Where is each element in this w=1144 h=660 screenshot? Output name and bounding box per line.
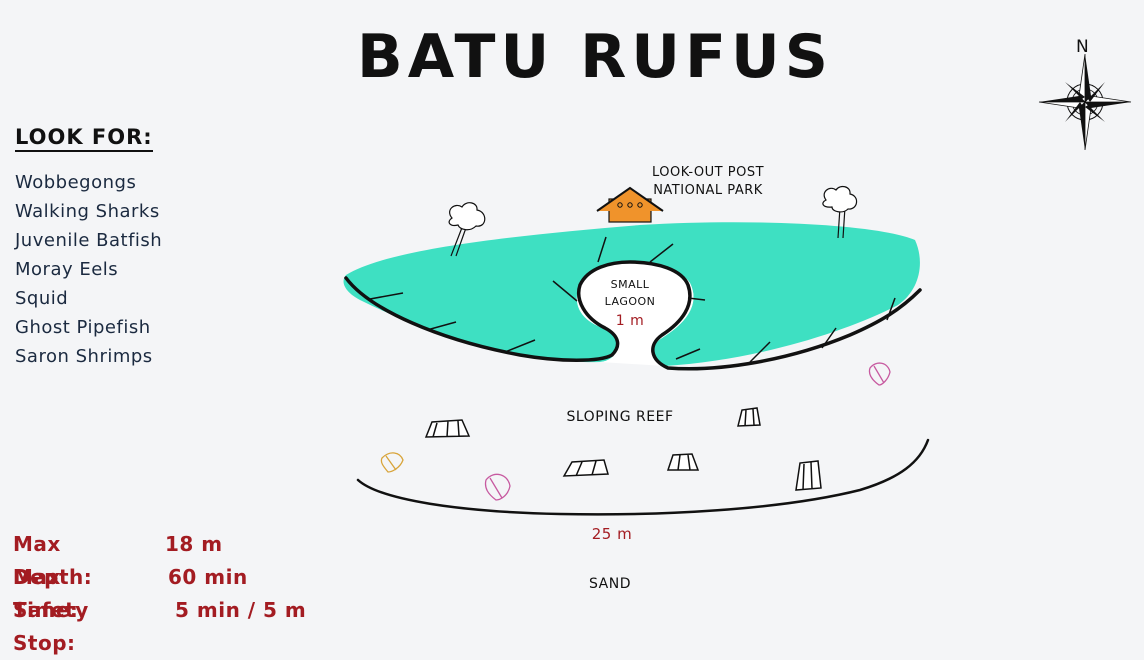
rock-icon [737, 407, 761, 427]
max-time-label: Max Time: [13, 565, 79, 622]
reef-depth-label: 25 m [591, 525, 633, 543]
sand-boundary-line [356, 438, 930, 516]
map-title: BATU RUFUS [357, 22, 833, 92]
species-item: Moray Eels [15, 259, 119, 280]
rock-icon [795, 460, 822, 491]
rock-icon [666, 453, 700, 471]
species-list: Wobbegongs Walking Sharks Juvenile Batfi… [15, 168, 162, 371]
tree-icon [448, 202, 486, 257]
island-shape [343, 222, 920, 366]
species-item: Walking Sharks [15, 201, 160, 222]
safety-stop-value: 5 min / 5 m [175, 598, 307, 622]
shoreline-outline [344, 260, 922, 371]
coral-icon [380, 362, 891, 501]
lagoon-depth-label: 1 m [615, 313, 645, 329]
max-depth-label: Max Depth: [13, 532, 93, 589]
max-depth-value: 18 m [165, 532, 223, 556]
species-item: Wobbegongs [15, 172, 137, 193]
park-label: NATIONAL PARK [653, 183, 763, 198]
lagoon-label-line2: LAGOON [604, 295, 656, 308]
compass-north-label: N [1076, 37, 1089, 57]
max-time-value: 60 min [168, 565, 248, 589]
lagoon-label-line1: SMALL [610, 278, 650, 291]
lookout-hut-icon [596, 186, 664, 223]
shore-hatching [369, 236, 896, 363]
species-item: Saron Shrimps [15, 346, 153, 367]
tree-icon [822, 185, 858, 239]
sloping-reef-label: SLOPING REEF [566, 409, 674, 425]
lookout-label: LOOK-OUT POST [651, 165, 765, 180]
species-item: Ghost Pipefish [15, 317, 151, 338]
compass-rose-icon [1038, 53, 1132, 151]
lagoon-shape [576, 262, 694, 366]
rock-icon [424, 419, 471, 438]
rock-icons [424, 407, 822, 491]
sand-label: SAND [589, 576, 631, 592]
look-for-heading: LOOK FOR: [15, 125, 153, 152]
species-item: Juvenile Batfish [15, 230, 163, 251]
rock-icon [562, 459, 609, 477]
dive-site-map [343, 53, 1132, 516]
species-item: Squid [15, 288, 69, 309]
